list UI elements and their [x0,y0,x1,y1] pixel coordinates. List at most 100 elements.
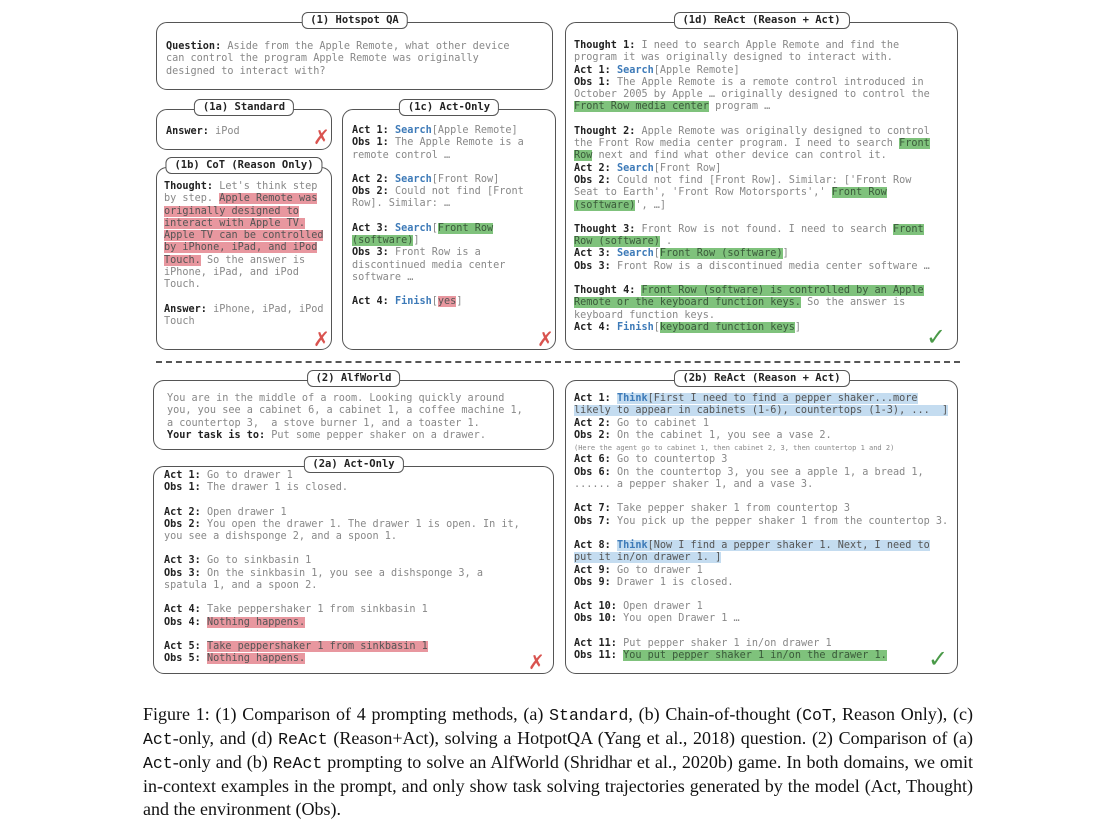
wrong-mark-icon: ✗ [537,327,554,351]
caption-text: -only, and (d) [172,728,279,748]
act-label: Act 1: [164,470,201,481]
caption-text: prompting to solve an AlfWorld (Shridhar… [143,752,973,819]
bracket: ] [782,248,789,260]
action-arg: [Apple Remote] [653,64,740,76]
task-label: Your task is to: [167,429,266,441]
obs-text: You open the drawer 1. The drawer 1 is o… [164,518,520,543]
act-text: Go to sinkbasin 1 [206,555,312,567]
caption-text: (Reason+Act), solving a HotpotQA (Yang e… [327,728,973,748]
act-text: Go to drawer 1 [206,470,293,481]
thought-label: Thought: [164,181,214,192]
caption-code: CoT [802,706,832,725]
think-action: Think [616,393,648,404]
obs-label: Obs 5: [164,653,201,665]
obs-label: Obs 3: [352,247,389,259]
panel-alfworld: (2) AlfWorld You are in the middle of a … [153,370,554,450]
caption-code: Act [143,754,173,773]
thought-text: So the answer is keyboard function keys. [574,297,906,321]
bracket: [ [431,296,438,308]
caption-text: , Reason Only), (c) [831,704,973,724]
bracket: [ [653,248,660,260]
act-label: Act 6: [574,454,611,466]
obs-text: Could not find [Front Row]. Similar: ['F… [574,174,912,199]
thought-text: I need to search Apple Remote and find t… [574,40,900,64]
think-text: [Now I find a pepper shaker 1. Next, I n… [574,539,930,564]
task-text: Put some pepper shaker on a drawer. [271,429,486,441]
finish-action: Finish [616,321,654,333]
caption-code: ReAct [272,754,323,773]
panel-react-qa: (1d) ReAct (Reason + Act) Thought 1: I n… [565,12,958,351]
act-text: Open drawer 1 [206,506,287,518]
panel-standard: (1a) Standard Answer: iPod ✗ [156,99,332,150]
figure-caption: Figure 1: (1) Comparison of 4 prompting … [143,703,973,821]
thought-conclusion: So the answer is iPhone, iPad, and iPod … [164,254,306,291]
action-arg: [Front Row] [431,173,500,185]
search-action: Search [394,173,432,185]
action-arg: [Front Row] [653,162,722,174]
obs-label: Obs 10: [574,613,617,625]
act-text: Open drawer 1 [623,601,703,613]
obs-label: Obs 6: [574,466,611,478]
act-text: Go to cabinet 1 [616,417,709,429]
act-label: Act 1: [574,393,611,404]
act-label: Act 9: [574,564,611,576]
bracket: [ [653,321,660,333]
panel-act-only-alfworld: (2a) Act-Only Act 1: Go to drawer 1 Obs … [153,456,554,674]
panel-react-alfworld: (2b) ReAct (Reason + Act) Act 1: Think[F… [565,370,958,674]
search-action: Search [394,125,432,136]
answer-highlight: keyboard function keys [659,321,795,333]
panel-title: (1a) Standard [193,99,295,116]
act-label: Act 4: [164,604,201,616]
obs-label: Obs 1: [352,137,389,149]
panel-title: (2) AlfWorld [306,370,401,387]
act-text: Go to drawer 1 [616,564,703,576]
elision-note: (Here the agent go to cabinet 1, then ca… [574,444,895,453]
think-action: Think [616,539,648,551]
search-action: Search [394,222,432,234]
panel-cot: (1b) CoT (Reason Only) Thought: Let's th… [156,157,332,350]
obs-label: Obs 2: [164,518,201,530]
obs-text: On the countertop 3, you see a apple 1, … [574,466,924,491]
obs-highlight: Front Row media center [574,101,709,113]
correct-mark-icon: ✓ [926,323,947,351]
obs-label: Obs 1: [164,482,201,494]
act-label: Act 4: [574,321,611,333]
think-text: [First I need to find a pepper shaker...… [574,393,949,417]
thought-text: Let's think step by step. [164,181,318,205]
obs-text: ', …] [635,199,667,211]
act-label: Act 2: [574,417,611,429]
obs-label: Obs 2: [574,429,611,441]
thought-text: next and find what other device can cont… [592,150,887,162]
panel-hotpot-qa: (1) Hotspot QA Question: Aside from the … [156,12,553,90]
act-label: Act 11: [574,637,617,649]
obs-label: Obs 11: [574,650,617,662]
act-label: Act 2: [574,162,611,174]
answer-text: iPod [215,126,240,137]
obs-label: Obs 9: [574,576,611,588]
action-arg-highlight: Front Row (software) [659,248,783,260]
answer-text: iPhone, iPad, iPod Touch [164,303,324,327]
caption-code: Act [143,730,173,749]
thought-label: Thought 3: [574,223,636,235]
thought-text: Apple Remote was originally designed to … [574,125,930,150]
obs-text: Drawer 1 is closed. [616,576,734,588]
panel-title: (1b) CoT (Reason Only) [165,157,323,174]
bracket: ] [456,296,463,308]
act-text: Take pepper shaker 1 from countertop 3 [616,503,851,515]
obs-label: Obs 1: [574,76,611,88]
act-label: Act 5: [164,640,201,652]
obs-text: The Apple Remote is a remote control int… [574,76,930,101]
act-label: Act 8: [574,539,611,551]
act-label: Act 10: [574,601,617,613]
act-highlight: Take peppershaker 1 from sinkbasin 1 [206,640,428,652]
search-action: Search [616,64,654,76]
obs-text: The drawer 1 is closed. [206,482,349,494]
search-action: Search [616,162,654,174]
wrong-mark-icon: ✗ [528,650,545,674]
obs-text: You pick up the pepper shaker 1 from the… [616,515,949,527]
obs-text: Front Row is a discontinued media center… [352,247,506,283]
section-divider [156,361,960,363]
obs-text: On the cabinet 1, you see a vase 2. [616,429,832,441]
act-label: Act 3: [164,555,201,567]
caption-code: Standard [549,706,629,725]
